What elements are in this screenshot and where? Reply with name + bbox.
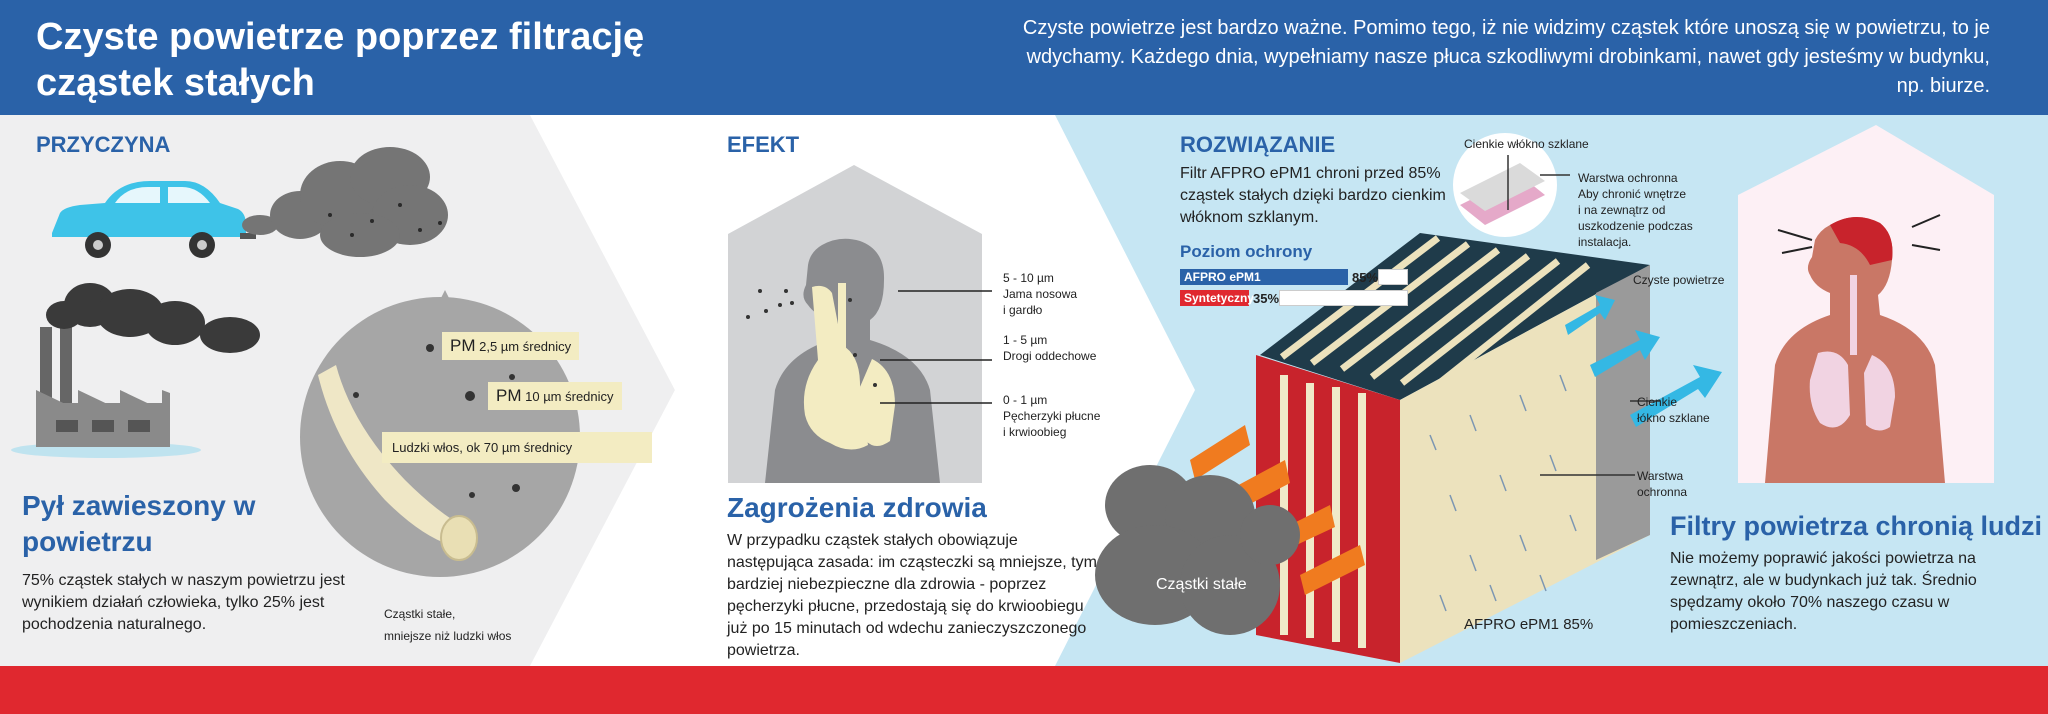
product-label: AFPRO ePM1 85% — [1464, 616, 1594, 633]
fibers-side-label: Cienkie łókno szklane — [1637, 394, 1710, 426]
pm25-suffix: 2,5 µm średnicy — [479, 339, 572, 354]
pm10-prefix: PM — [496, 386, 522, 405]
solution-text: Filtr AFPRO ePM1 chroni przed 85% cząste… — [1180, 165, 1446, 226]
people-heading: Filtry powietrza chronią ludzi — [1670, 511, 2043, 541]
particle-cloud-icon — [1095, 465, 1300, 635]
layer-side-line2: ochronna — [1637, 485, 1688, 499]
exhaust-smoke-icon — [242, 147, 448, 257]
fiber-label: Cienkie włókno szklane — [1464, 137, 1589, 151]
pm25-tag: PM 2,5 µm średnicy — [442, 332, 580, 360]
callout-airways: 1 - 5 µm Drogi oddechowe — [1003, 332, 1096, 364]
layer-callout-line5: instalacja. — [1578, 235, 1632, 249]
factory-icon — [11, 320, 201, 458]
layer-callout: Warstwa ochronna Aby chronić wnętrze i n… — [1578, 170, 1693, 250]
bar-afpro-fill: AFPRO ePM1 — [1180, 269, 1348, 285]
car-icon — [52, 181, 256, 258]
solution-label: ROZWIĄZANIE — [1180, 132, 1336, 157]
layer-side-label: Warstwa ochronna — [1637, 468, 1687, 500]
callout-nose-line2: i gardło — [1003, 303, 1043, 317]
clean-air-label: Czyste powietrze — [1633, 273, 1725, 287]
header-banner: Czyste powietrze poprzez filtrację cząst… — [0, 0, 2048, 115]
particles-caption-line2: mniejsze niż ludzki włos — [384, 629, 512, 643]
layer-side-line1: Warstwa — [1637, 469, 1684, 483]
fiber-magnifier-icon — [1453, 133, 1570, 237]
callout-alveoli-size: 0 - 1 µm — [1003, 393, 1048, 407]
callout-airways-size: 1 - 5 µm — [1003, 333, 1048, 347]
house-silhouette-icon — [728, 165, 992, 483]
callout-nose-size: 5 - 10 µm — [1003, 271, 1054, 285]
callout-alveoli: 0 - 1 µm Pęcherzyki płucne i krwioobieg — [1003, 392, 1100, 440]
callout-nose: 5 - 10 µm Jama nosowa i gardło — [1003, 270, 1077, 318]
particles-caption-line1: Cząstki stałe, — [384, 607, 456, 621]
effect-heading: Zagrożenia zdrowia — [727, 492, 987, 523]
layer-callout-line1: Warstwa ochronna — [1578, 171, 1678, 185]
fibers-side-line2: łókno szklane — [1637, 411, 1710, 425]
background-illustration — [0, 115, 2048, 666]
people-text: Nie możemy poprawić jakości powietrza na… — [1670, 550, 1977, 633]
bar-synthetic-rest — [1279, 290, 1409, 306]
intro-text: Czyste powietrze jest bardzo ważne. Pomi… — [1022, 17, 1990, 97]
footer-band — [0, 666, 2048, 714]
filter-illustration — [1190, 233, 1722, 663]
callout-alveoli-line2: i krwioobieg — [1003, 425, 1067, 439]
page-title: Czyste powietrze poprzez filtrację cząst… — [36, 16, 645, 104]
protection-title: Poziom ochrony — [1180, 242, 1313, 261]
bar-synthetic-value: 35% — [1253, 290, 1280, 306]
fibers-side-line1: Cienkie — [1637, 395, 1678, 409]
pm25-prefix: PM — [450, 336, 476, 355]
effect-text: W przypadku cząstek stałych obowiązuje n… — [727, 532, 1097, 659]
layer-callout-line4: uszkodzenie podczas — [1578, 219, 1693, 233]
bar-afpro: AFPRO ePM1 85% — [1180, 269, 1410, 285]
cause-label: PRZYCZYNA — [36, 132, 171, 157]
person-house-icon — [1738, 125, 1994, 483]
factory-smoke-icon — [46, 283, 260, 353]
hair-tag: Ludzki włos, ok 70 µm średnicy — [382, 432, 652, 463]
callout-alveoli-line1: Pęcherzyki płucne — [1003, 409, 1101, 423]
effect-label: EFEKT — [727, 132, 800, 157]
callout-nose-line1: Jama nosowa — [1003, 287, 1078, 301]
bar-synthetic: Syntetyczny 35% — [1180, 290, 1410, 306]
layer-callout-line2: Aby chronić wnętrze — [1578, 187, 1687, 201]
pm10-tag: PM 10 µm średnicy — [488, 382, 622, 410]
layer-callout-line3: i na zewnątrz od — [1578, 203, 1666, 217]
pm10-suffix: 10 µm średnicy — [525, 389, 614, 404]
bar-afpro-value: 85% — [1352, 269, 1379, 285]
callout-airways-line1: Drogi oddechowe — [1003, 349, 1097, 363]
bar-afpro-rest — [1378, 269, 1409, 285]
cause-text: 75% cząstek stałych w naszym powietrzu j… — [22, 572, 345, 633]
cause-heading: Pył zawieszony w powietrzu — [22, 490, 256, 557]
bar-synthetic-fill: Syntetyczny — [1180, 290, 1254, 306]
particles-label: Cząstki stałe — [1156, 576, 1247, 593]
